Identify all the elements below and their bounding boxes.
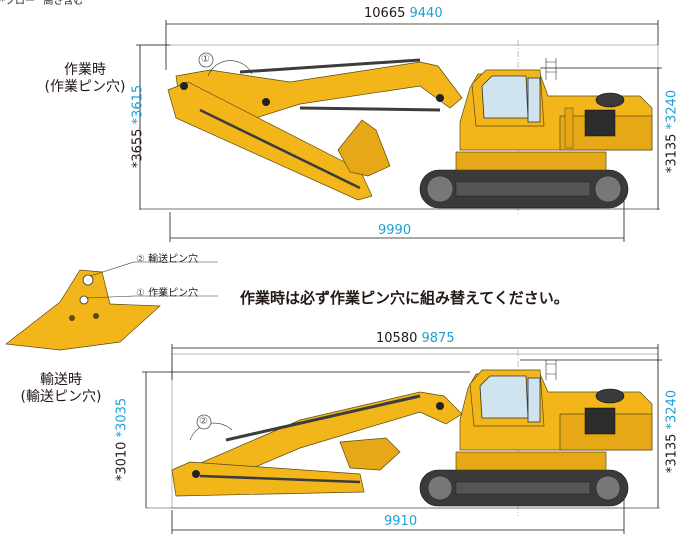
transport-height-right-b: *3240 [664, 389, 680, 430]
working-height-right-b: *3240 [664, 89, 680, 130]
transport-height-dimension-left [142, 371, 470, 508]
working-height-left-a: *3655 [130, 128, 146, 169]
transport-track-dimension [171, 494, 625, 534]
working-track-length: 9990 [378, 223, 412, 238]
transport-title-line2: (輸送ピン穴) [20, 389, 102, 405]
legend-pin2: ② 輸送ピン穴 [136, 253, 198, 266]
transport-length-b: 9875 [421, 331, 455, 346]
transport-callout-marker: ② [199, 416, 208, 427]
transport-height-left: *3010 *3035 [115, 380, 130, 500]
transport-height-left-a: *3010 [114, 441, 130, 482]
pin-hole-bucket-illustration [5, 261, 218, 351]
working-callout-marker: ① [201, 54, 210, 65]
transport-height-right: *3135 *3240 [665, 372, 680, 492]
working-overall-length: 10665 9440 [364, 6, 443, 21]
working-title-line2: (作業ピン穴) [44, 79, 126, 95]
legend-pin1-marker: ① [136, 288, 145, 299]
legend-pin1-label: 作業ピン穴 [148, 288, 199, 299]
legend-pin2-marker: ② [136, 254, 145, 265]
working-height-right-a: *3135 [664, 133, 680, 174]
transport-height-dimension-right [520, 359, 662, 508]
header-note: *フロー^高さ含む [0, 0, 84, 7]
working-excavator [167, 52, 653, 209]
transport-height-right-a: *3135 [664, 433, 680, 474]
working-title: 作業時 (作業ピン穴) [36, 62, 134, 96]
working-height-dimension-left [136, 44, 170, 210]
transport-excavator [171, 360, 653, 507]
working-height-dimension-right [540, 67, 662, 210]
working-length-b: 9440 [409, 6, 443, 21]
transport-title-line1: 輸送時 [40, 372, 82, 388]
working-height-left-b: *3615 [130, 84, 146, 125]
legend-pin1: ① 作業ピン穴 [136, 287, 198, 300]
working-length-a: 10665 [364, 6, 406, 21]
transport-height-left-b: *3035 [114, 397, 130, 438]
working-title-line1: 作業時 [64, 62, 106, 78]
working-height-right: *3135 *3240 [665, 72, 680, 192]
transport-length-a: 10580 [376, 331, 418, 346]
legend-pin2-label: 輸送ピン穴 [148, 254, 199, 265]
pin-change-notice: 作業時は必ず作業ピン穴に組み替えてください。 [240, 289, 569, 307]
working-track-dimension [169, 196, 625, 242]
working-height-left: *3655 *3615 [131, 67, 146, 187]
transport-overall-length: 10580 9875 [376, 331, 455, 346]
transport-track-length: 9910 [384, 514, 418, 529]
transport-length-dimension [171, 344, 659, 380]
transport-title: 輸送時 (輸送ピン穴) [0, 372, 122, 406]
